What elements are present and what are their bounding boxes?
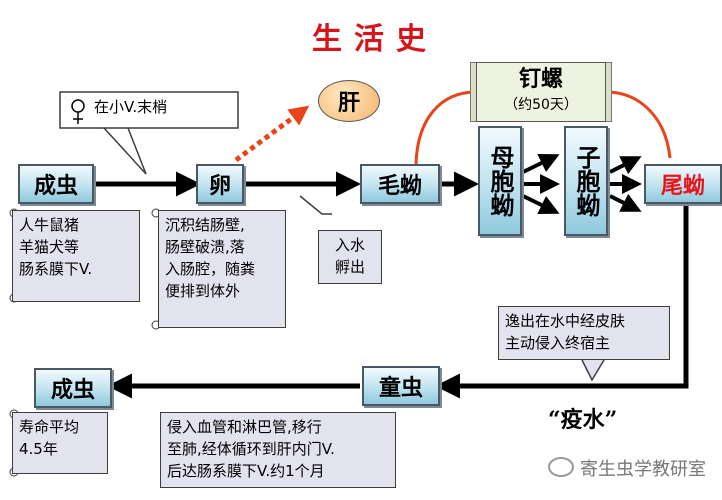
callout-location bbox=[59, 91, 239, 129]
schistosomulum-node: 童虫 bbox=[362, 366, 440, 406]
arrow-cercaria-return bbox=[435, 202, 689, 399]
snail-host-box: 钉螺 （约50天） bbox=[476, 62, 606, 122]
note-migration: 侵入血管和淋巴管,移行 至肺,经体循环到肝内门V. 后达肠系膜下V.约1个月 bbox=[160, 412, 396, 488]
page-title: 生活史 bbox=[312, 22, 438, 57]
adult-worm-node: 成虫 bbox=[18, 164, 94, 204]
liver-node: 肝 bbox=[318, 80, 380, 122]
note-lifespan: 寿命平均 4.5年 bbox=[12, 412, 108, 474]
egg-node: 卵 bbox=[196, 164, 244, 204]
daughter-sporocyst-node: 子胞蚴 bbox=[564, 126, 608, 236]
watermark: 寄生虫学教研室 bbox=[548, 455, 706, 481]
miracidium-node: 毛蚴 bbox=[360, 164, 440, 204]
note-egg-path: 沉积结肠壁, 肠壁破溃,落 入肠腔，随粪 便排到体外 bbox=[158, 210, 286, 328]
note-hatch: 入水 孵出 bbox=[318, 230, 382, 284]
note-hosts: 人牛鼠猪 羊猫犬等 肠系膜下V. bbox=[12, 210, 140, 302]
note-location: 在小V.末梢 bbox=[94, 98, 168, 116]
adult-worm-final-node: 成虫 bbox=[34, 368, 112, 408]
watermark-text: 寄生虫学教研室 bbox=[580, 459, 706, 480]
snail-duration: （约50天） bbox=[504, 97, 578, 113]
epidemic-water-label: “疫水” bbox=[548, 407, 618, 433]
mother-sporocyst-node: 母胞蚴 bbox=[478, 126, 522, 236]
wechat-icon bbox=[548, 457, 574, 477]
snail-name: 钉螺 bbox=[518, 67, 563, 92]
note-escape: 逸出在水中经皮肤 主动侵入终宿主 bbox=[498, 306, 670, 360]
arrow-egg-to-liver bbox=[234, 105, 310, 163]
cercaria-node: 尾蚴 bbox=[644, 164, 722, 204]
